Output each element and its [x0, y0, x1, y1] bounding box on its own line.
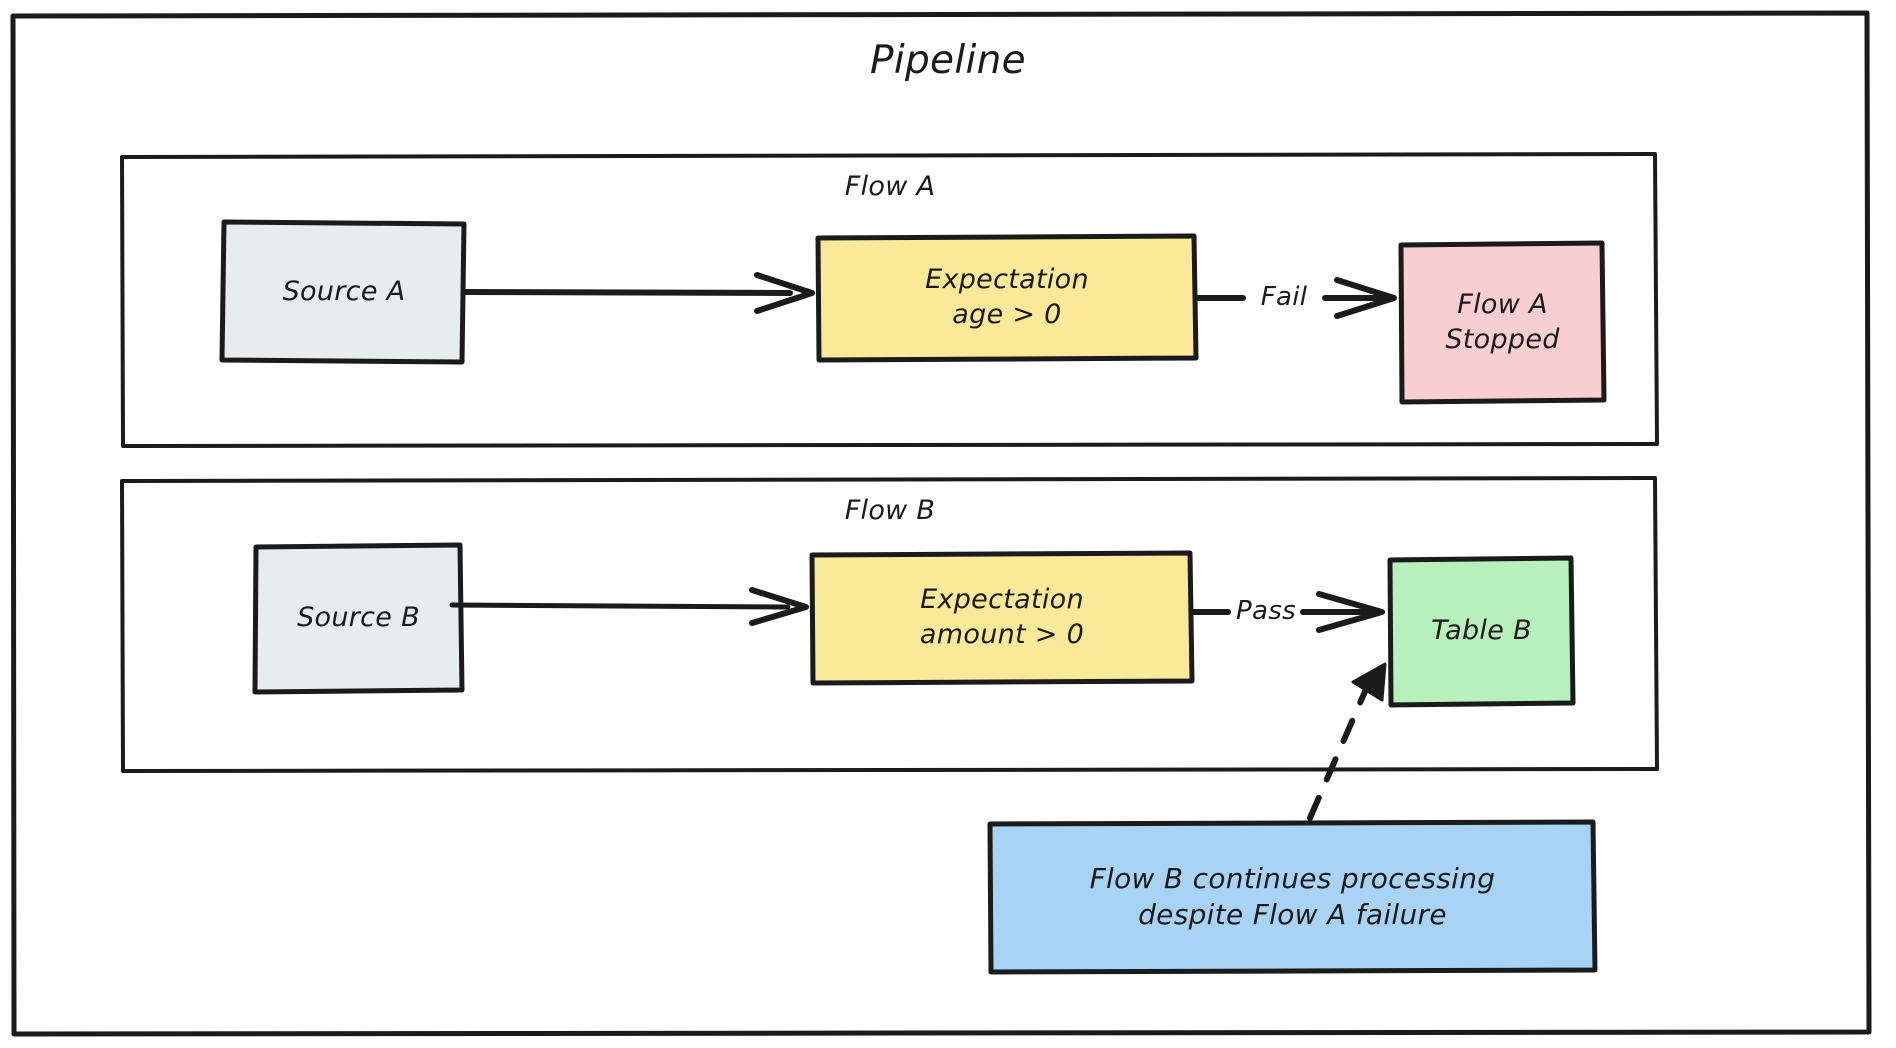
source-a-node-shape[interactable] [219, 219, 467, 365]
annotation-note-shape[interactable] [987, 819, 1598, 975]
edge-source-b-to-expectation-b-path [449, 587, 809, 626]
pipeline-container-border [10, 10, 1872, 1037]
edge-expectation-b-to-table-b-path [1189, 591, 1385, 633]
flow-b-container-border [120, 476, 1659, 773]
edge-note-to-table-b-path [1307, 662, 1387, 821]
flow-a-stopped-node-shape[interactable] [1398, 240, 1607, 405]
edge-source-a-to-expectation-a-path [461, 272, 815, 314]
expectation-b-node-shape[interactable] [809, 550, 1195, 686]
source-b-node-shape[interactable] [252, 542, 465, 695]
edge-expectation-a-to-flow-a-stopped-path [1193, 277, 1397, 319]
expectation-a-node-shape[interactable] [815, 233, 1199, 363]
flow-a-container-border [120, 152, 1659, 448]
table-b-node-shape[interactable] [1387, 555, 1576, 708]
